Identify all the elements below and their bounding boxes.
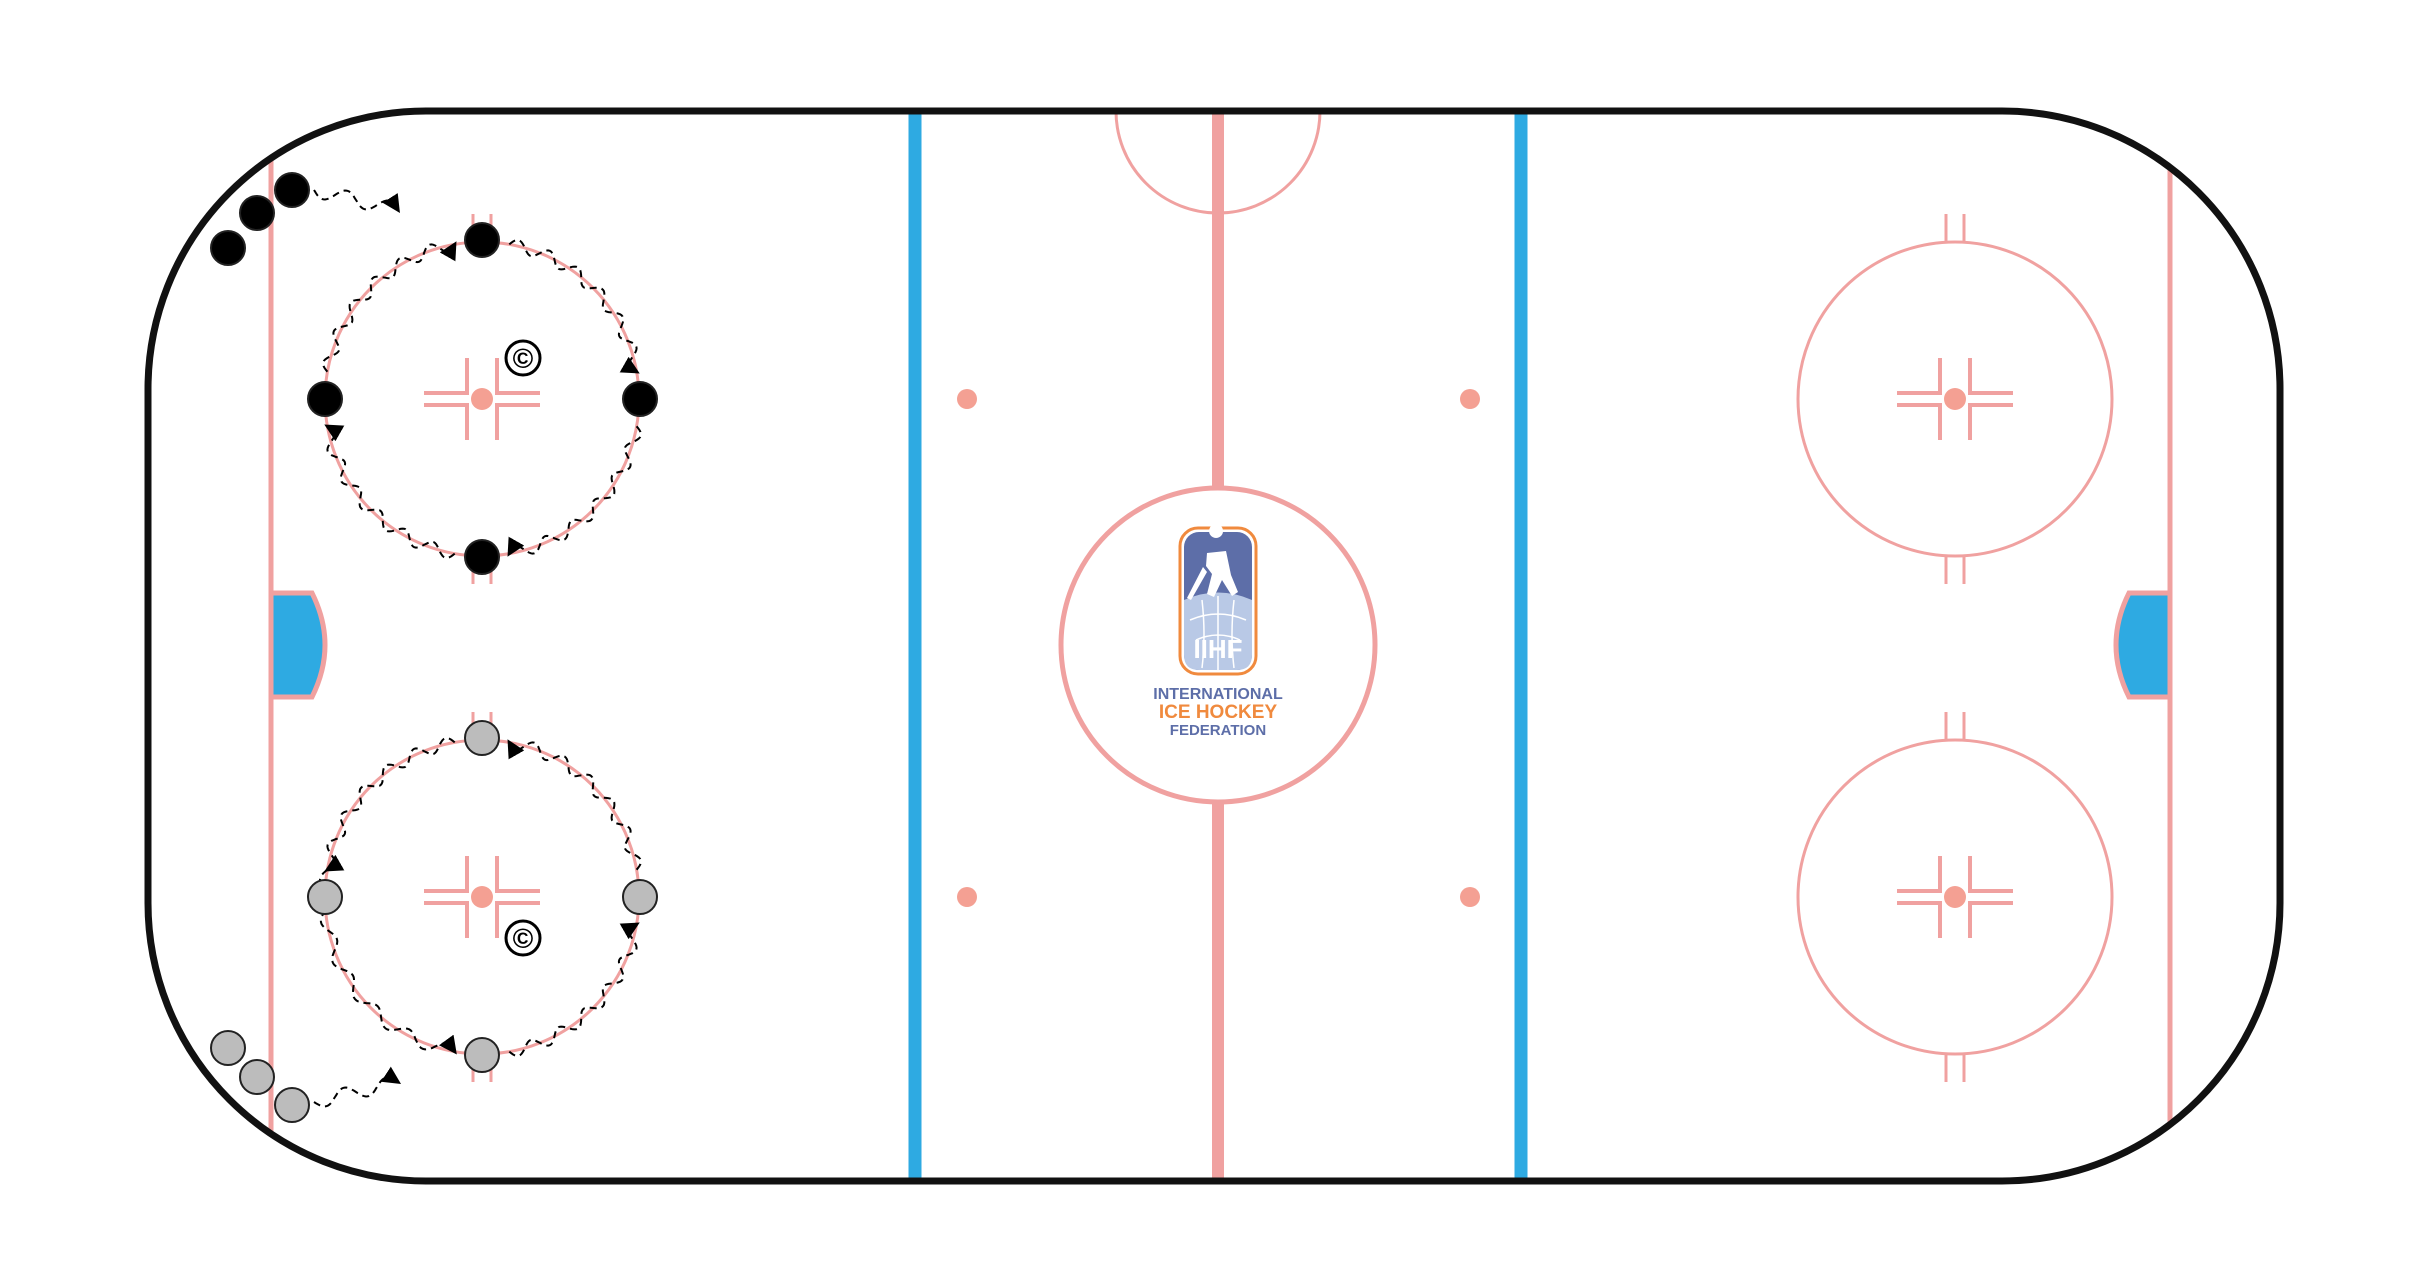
faceoff-l-marker: [424, 403, 469, 440]
neutral-dot: [1460, 389, 1480, 409]
skating-path-arrow-icon: [507, 425, 643, 557]
skating-path-arrow-icon: [324, 424, 456, 560]
drill-layer: [313, 189, 643, 1108]
player-marker-icon: [307, 879, 343, 915]
faceoff-l-marker: [1897, 856, 1942, 893]
faceoff-dot: [1944, 388, 1966, 410]
player-marker-icon: [210, 230, 246, 266]
referee-crease: [1114, 111, 1322, 215]
faceoff-l-marker: [495, 901, 540, 938]
player-marker-icon: [239, 195, 275, 231]
coach-marker-label: ©: [513, 343, 534, 374]
faceoff-l-marker: [424, 856, 469, 893]
faceoff-l-marker: [495, 403, 540, 440]
skating-path-arrow-icon: [321, 241, 457, 373]
faceoff-l-marker: [424, 358, 469, 395]
goal-crease-right: [2113, 590, 2173, 700]
logo-line-3: FEDERATION: [1170, 722, 1266, 739]
faceoff-l-marker: [1897, 358, 1942, 395]
faceoff-l-marker: [495, 856, 540, 893]
rink-boards: [144, 107, 2284, 1185]
iihf-logo-icon: IIHF INTERNATIONAL ICE HOCKEY FEDERATION: [1153, 524, 1283, 739]
coach-marker-icon: ©: [504, 919, 542, 957]
faceoff-circle: [1796, 214, 2114, 584]
logo-badge-text: IIHF: [1193, 634, 1242, 664]
neutral-dot: [957, 389, 977, 409]
logo-globe-grid: [1189, 596, 1247, 670]
skating-path-arrow-icon: [508, 238, 640, 374]
faceoff-dot: [471, 886, 493, 908]
faceoff-l-marker: [1897, 403, 1942, 440]
coach-marker-icon: ©: [504, 339, 542, 377]
skating-path-arrow-icon: [313, 1066, 402, 1108]
faceoff-l-marker: [424, 901, 469, 938]
coach-marker-ring: [504, 339, 542, 377]
faceoff-l-marker: [1968, 901, 2013, 938]
faceoff-l-marker: [1968, 358, 2013, 395]
player-marker-icon: [210, 1030, 246, 1066]
skating-path-arrow-icon: [313, 189, 400, 214]
logo-line-2: ICE HOCKEY: [1159, 702, 1278, 723]
faceoff-ring: [1796, 738, 2114, 1056]
faceoff-l-marker: [1897, 901, 1942, 938]
player-marker-icon: [307, 381, 343, 417]
player-marker-icon: [239, 1059, 275, 1095]
players-layer: ©©: [210, 172, 658, 1123]
faceoff-dot: [1944, 886, 1966, 908]
player-marker-icon: [622, 381, 658, 417]
logo-line-1: INTERNATIONAL: [1153, 686, 1283, 703]
faceoff-l-marker: [1968, 856, 2013, 893]
player-marker-icon: [464, 539, 500, 575]
coach-marker-ring: [504, 919, 542, 957]
neutral-dot: [957, 887, 977, 907]
skating-path-arrow-icon: [324, 736, 456, 872]
player-marker-icon: [622, 879, 658, 915]
player-marker-icon: [464, 1037, 500, 1073]
neutral-dot: [1460, 887, 1480, 907]
coach-marker-label: ©: [513, 923, 534, 954]
faceoff-l-marker: [1968, 403, 2013, 440]
goal-crease-left: [268, 590, 328, 700]
skating-path-arrow-icon: [508, 922, 640, 1058]
player-marker-icon: [274, 172, 310, 208]
faceoff-circle: [1796, 712, 2114, 1082]
faceoff-dot: [471, 388, 493, 410]
skating-path-arrow-icon: [507, 739, 643, 871]
player-marker-icon: [464, 720, 500, 756]
player-marker-icon: [464, 222, 500, 258]
player-marker-icon: [274, 1087, 310, 1123]
logo-player-silhouette: [1187, 524, 1238, 600]
faceoff-l-marker: [495, 358, 540, 395]
faceoff-ring: [1796, 240, 2114, 558]
